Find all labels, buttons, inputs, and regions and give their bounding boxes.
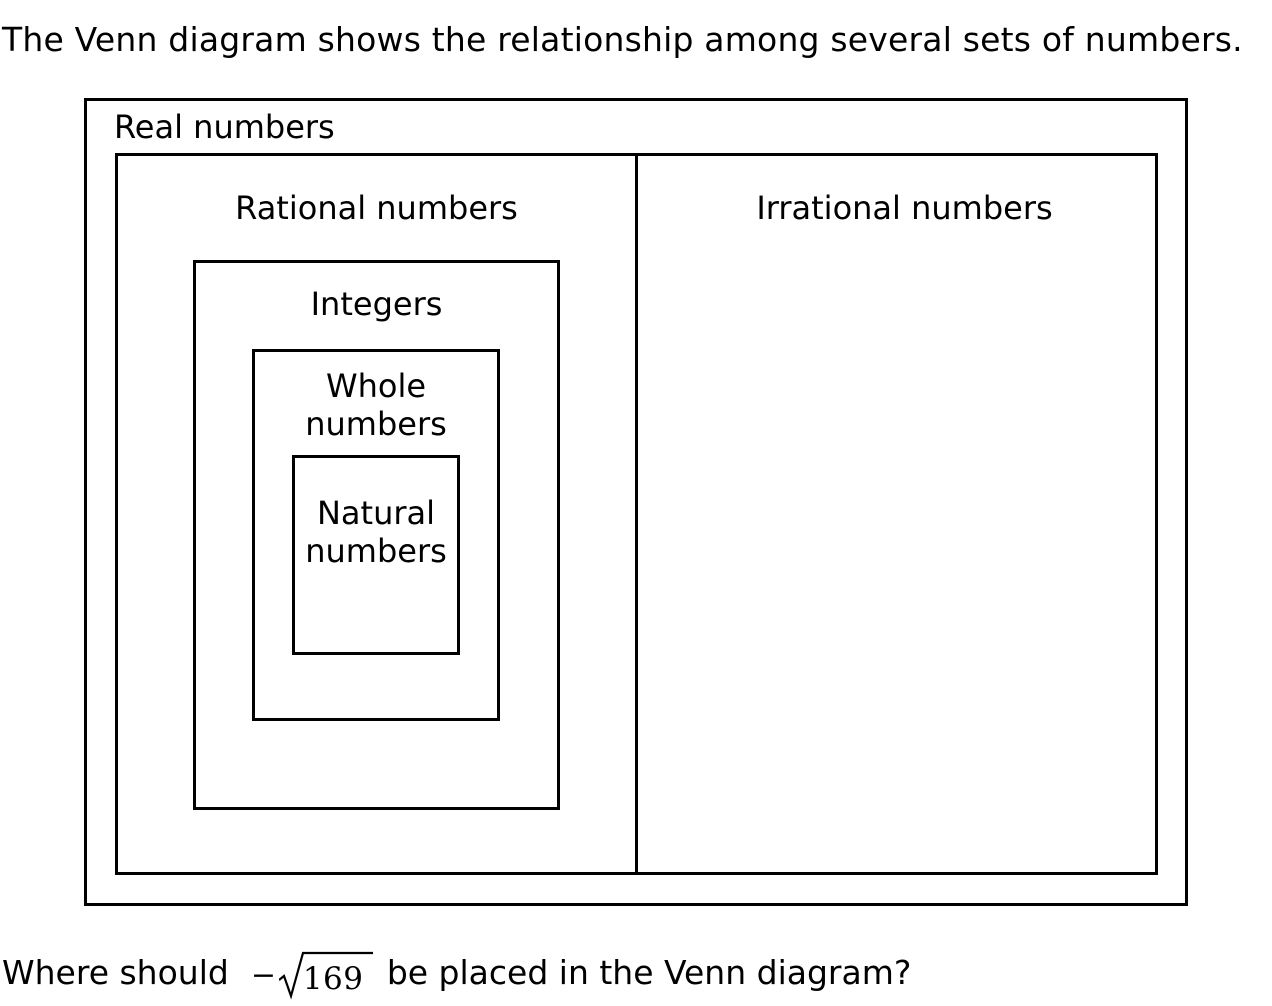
whole-numbers-label-line2: numbers xyxy=(305,405,447,443)
whole-numbers-label-line1: Whole xyxy=(325,367,427,405)
negative-sign: − xyxy=(250,958,276,993)
real-numbers-label: Real numbers xyxy=(114,108,335,146)
rational-numbers-label: Rational numbers xyxy=(235,189,518,227)
natural-numbers-region xyxy=(292,455,460,655)
natural-numbers-label-line2: numbers xyxy=(305,532,447,570)
integers-region xyxy=(193,260,560,810)
integers-label: Integers xyxy=(310,285,443,323)
negative-square-root-expression: −169 xyxy=(249,950,373,1000)
intro-text: The Venn diagram shows the relationship … xyxy=(2,20,1243,59)
question-prefix: Where should xyxy=(2,953,229,992)
irrational-numbers-label: Irrational numbers xyxy=(756,189,1053,227)
whole-numbers-region xyxy=(252,349,500,721)
radical-sign-icon xyxy=(278,951,373,1000)
irrational-numbers-region xyxy=(635,153,1158,875)
question-suffix: be placed in the Venn diagram? xyxy=(386,953,912,992)
natural-numbers-label-line1: Natural xyxy=(316,494,436,532)
real-numbers-region xyxy=(84,98,1188,906)
radicand: 169 xyxy=(302,961,364,997)
